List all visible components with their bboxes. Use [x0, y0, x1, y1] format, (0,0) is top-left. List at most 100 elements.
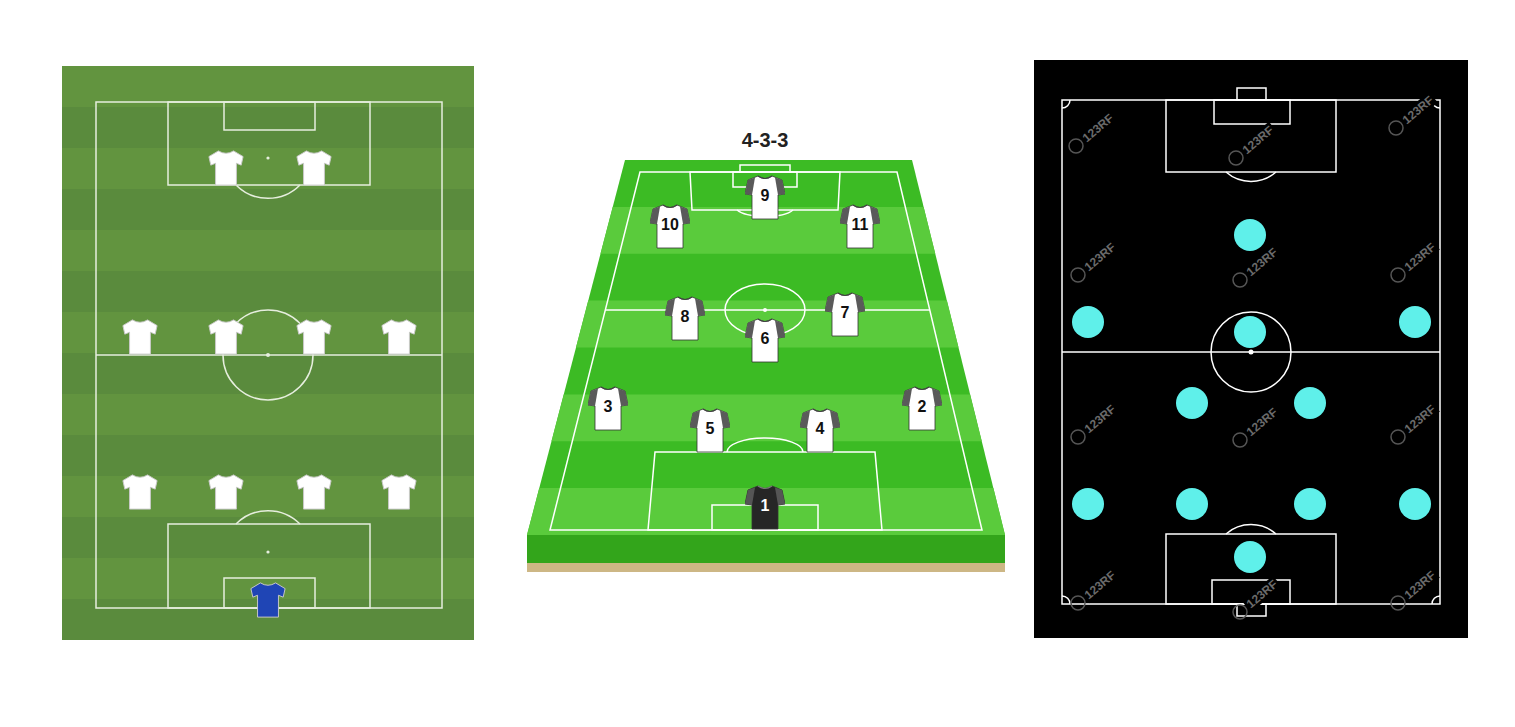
- goal: [1237, 88, 1266, 100]
- shirt-sleeve: [665, 299, 675, 317]
- shirt-number: 10: [650, 216, 690, 234]
- shirt-sleeve: [855, 295, 865, 313]
- left-pitch: [62, 66, 474, 640]
- shirt-number: 3: [588, 398, 628, 416]
- shirt-sleeve: [902, 389, 912, 407]
- watermark: 123RF: [1400, 567, 1440, 603]
- watermark-icon: [1071, 268, 1085, 282]
- shirt-body: [665, 297, 705, 340]
- watermark: 123RF: [1078, 110, 1118, 146]
- watermark-icon: [1391, 268, 1405, 282]
- shirt-sleeve: [932, 389, 942, 407]
- penalty-arc: [236, 185, 300, 198]
- watermark-icons: [1069, 121, 1405, 619]
- shirt-number: 5: [690, 420, 730, 438]
- player-shirt: [297, 320, 331, 354]
- right-pitch: [1034, 60, 1468, 638]
- player-shirt: 8: [665, 294, 705, 342]
- player-shirt: 6: [745, 316, 785, 364]
- pitch-lines: [550, 165, 982, 530]
- penalty-box: [1166, 100, 1336, 172]
- shirt-number: 11: [840, 216, 880, 234]
- shirt-sleeve: [775, 321, 785, 339]
- watermark: 123RF: [1400, 401, 1440, 437]
- shirt-sleeve: [650, 207, 660, 225]
- corner-arc: [1062, 100, 1070, 108]
- shirt-sleeve: [775, 488, 785, 506]
- shirt-number: 7: [825, 304, 865, 322]
- shirt-sleeve: [745, 178, 755, 196]
- shirt-body: [825, 293, 865, 336]
- shirt-body: [800, 409, 840, 452]
- watermark-icon: [1233, 273, 1247, 287]
- player-dot: [1072, 306, 1104, 338]
- goalkeeper-shirt: [251, 583, 285, 617]
- shirt-collar: [758, 486, 772, 489]
- watermark-icon: [1389, 121, 1403, 135]
- player-shirt: 1: [745, 483, 785, 531]
- pitch-base: [527, 563, 1005, 572]
- shirt-sleeve: [775, 178, 785, 196]
- penalty-box: [648, 452, 882, 530]
- shirt-sleeve: [618, 389, 628, 407]
- shirt-body: [745, 176, 785, 219]
- penalty-spot: [266, 550, 269, 553]
- shirt-sleeve: [800, 411, 810, 429]
- shirt-body: [588, 387, 628, 430]
- plain-shirts: [123, 151, 416, 617]
- penalty-arc: [236, 511, 300, 524]
- watermark-icon: [1229, 151, 1243, 165]
- goal-box: [224, 102, 315, 130]
- watermark-icon: [1069, 139, 1083, 153]
- center-spot: [763, 308, 767, 312]
- goal: [740, 165, 790, 172]
- player-shirt: 10: [650, 202, 690, 250]
- player-dot: [1072, 488, 1104, 520]
- pitch-lines: [96, 102, 442, 608]
- shirt-sleeve: [840, 207, 850, 225]
- player-shirt: [209, 151, 243, 185]
- penalty-arc: [1226, 172, 1276, 181]
- shirt-sleeve: [830, 411, 840, 429]
- shirt-sleeve: [588, 389, 598, 407]
- shirt-number: 2: [902, 398, 942, 416]
- watermark: 123RF: [1080, 401, 1120, 437]
- penalty-arc: [1226, 525, 1276, 534]
- shirt-collar: [663, 205, 677, 208]
- shirt-number: 6: [745, 330, 785, 348]
- shirt-collar: [601, 387, 615, 390]
- watermark: 123RF: [1242, 404, 1282, 440]
- shirt-number: 4: [800, 420, 840, 438]
- player-shirt: [209, 475, 243, 509]
- shirt-collar: [853, 205, 867, 208]
- watermark: 123RF: [1080, 239, 1120, 275]
- stripe: [62, 230, 474, 271]
- shirt-collar: [813, 409, 827, 412]
- halfway-line: [605, 309, 930, 311]
- corner-arc: [1062, 596, 1070, 604]
- grass-stripes: [527, 207, 1005, 535]
- shirt-collar: [678, 297, 692, 300]
- shirt-body: [745, 319, 785, 362]
- grass: [527, 160, 1005, 535]
- shirt-collar: [915, 387, 929, 390]
- player-dot: [1176, 387, 1208, 419]
- spots: [266, 156, 270, 553]
- touchline: [96, 102, 442, 608]
- middle-pitch: [527, 160, 1005, 572]
- penalty-spot: [266, 156, 269, 159]
- player-dot: [1399, 306, 1431, 338]
- player-shirt: 9: [745, 173, 785, 221]
- watermark: 123RF: [1398, 92, 1438, 128]
- formation-title: 4-3-3: [742, 129, 789, 152]
- player-dot: [1234, 316, 1266, 348]
- watermark: 123RF: [1242, 576, 1282, 612]
- watermark: 123RF: [1080, 567, 1120, 603]
- watermark: 123RF: [1400, 239, 1440, 275]
- player-shirt: [209, 320, 243, 354]
- watermark-icon: [1233, 605, 1247, 619]
- shirt-sleeve: [720, 411, 730, 429]
- shirt-sleeve: [695, 299, 705, 317]
